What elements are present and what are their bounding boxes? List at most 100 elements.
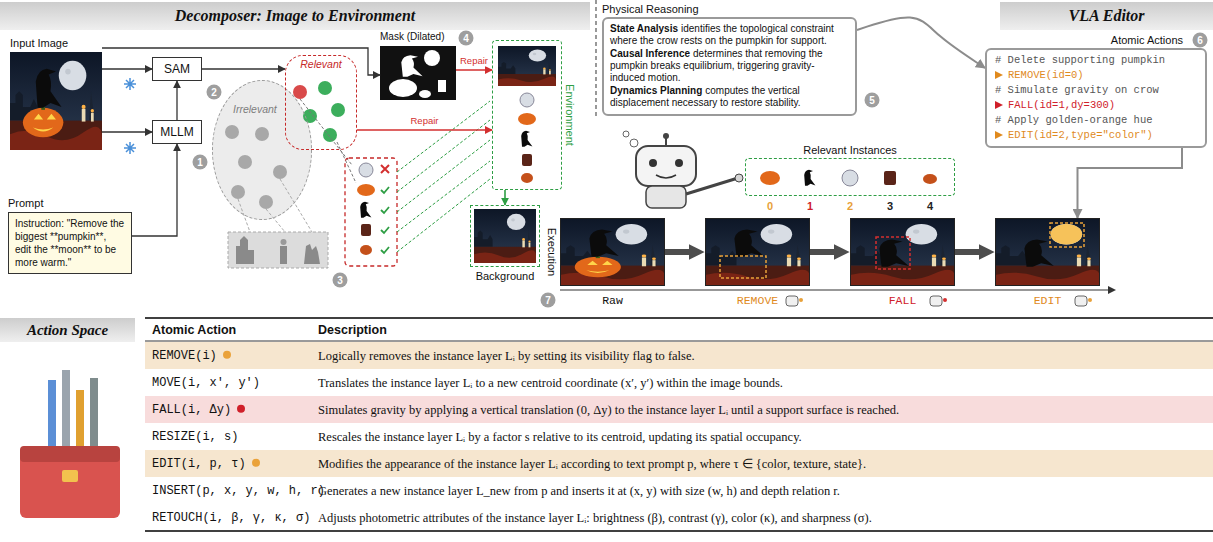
robot-agent — [656, 175, 676, 178]
relevant-instance-column — [361, 224, 371, 236]
irrelevant-cluster — [280, 246, 287, 264]
execution-frames — [560, 289, 1108, 290]
action-name: REMOVE(i) — [152, 348, 231, 362]
edge-label: Repair — [459, 55, 489, 66]
frame-caption: EDIT — [995, 294, 1100, 308]
action-bullet — [995, 101, 1003, 109]
relevant-instance-column — [381, 207, 389, 213]
action-description: Modifies the appearance of the instance … — [318, 456, 866, 471]
connector — [456, 69, 492, 71]
node-heading: Action Space — [27, 322, 108, 339]
action-name: FALL(i, Δy) — [152, 402, 245, 416]
environment-layers — [498, 46, 556, 86]
execution-frames — [1088, 298, 1092, 302]
relevant-cluster — [293, 85, 307, 99]
mask-image — [419, 90, 431, 98]
panel-banner: VLA Editor — [1000, 2, 1213, 30]
relevant-instance-thumbnails — [842, 170, 858, 186]
background-image — [474, 209, 536, 263]
connector — [202, 68, 285, 69]
node-heading: Relevant — [286, 58, 356, 70]
robot-agent — [663, 133, 669, 139]
connector — [102, 48, 380, 75]
execution-frames — [575, 255, 621, 277]
action-name: RESIZE(i, s) — [152, 429, 238, 443]
relevant-cluster — [293, 81, 356, 183]
execution-frames — [943, 298, 947, 302]
irrelevant-cluster — [273, 165, 287, 179]
reasoning-border: State Analysisidentifies the topological… — [602, 17, 857, 116]
mask-image: Mask (Dilated) — [380, 30, 456, 100]
environment-layers — [521, 131, 532, 147]
action-bullet — [995, 71, 1003, 79]
relevant-instance-column — [345, 158, 397, 266]
instance-id: 2 — [847, 200, 853, 213]
step-number: 1 — [193, 155, 208, 170]
paragraph: Dynamics Planningcomputes the vertical d… — [610, 85, 849, 109]
panel-banner: Decomposer: Image to Environment — [0, 2, 590, 30]
node-heading: EDIT — [995, 294, 1100, 308]
action-description: Rescales the instance layer Lᵢ by a fact… — [318, 429, 802, 444]
step-number: 6 — [1193, 33, 1208, 48]
execution-frames — [786, 296, 798, 306]
table-header: Atomic Action — [152, 323, 236, 338]
irrelevant-cluster — [228, 232, 328, 268]
environment-layers — [521, 173, 533, 183]
node-heading: Physical Reasoning — [602, 2, 857, 17]
node-heading: FALL — [850, 294, 955, 308]
irrelevant-cluster — [231, 185, 245, 199]
node-text: FALL(id=1,dy=300) — [995, 98, 1197, 113]
node-heading: Mask (Dilated) — [380, 30, 456, 43]
relevant-instance-thumbnails — [923, 174, 937, 184]
node-text: EDIT(id=2,type="color") — [995, 128, 1197, 143]
connector — [1078, 148, 1183, 218]
action-description: Logically removes the instance layer Lᵢ … — [318, 348, 695, 363]
environment-layers — [520, 93, 534, 107]
relevant-instance-column — [397, 101, 490, 172]
frame-border — [560, 218, 665, 286]
instances-border — [745, 158, 955, 196]
prompt-box: Instruction: "Remove the biggest **pumpk… — [8, 212, 132, 274]
frame-border — [705, 218, 810, 286]
execution-frame: EDIT — [995, 218, 1100, 308]
irrelevant-cluster — [238, 155, 252, 169]
node-heading: Raw — [560, 294, 665, 308]
execution-frames — [850, 218, 955, 286]
background-border — [470, 205, 540, 267]
toolbox-icon — [62, 370, 70, 450]
relevant-instance-column — [381, 187, 389, 193]
background-box: Background — [470, 205, 540, 283]
execution-frames — [705, 218, 810, 286]
panel-banner: Action Space — [0, 318, 135, 342]
model-box: MLLM — [152, 120, 202, 144]
action-description: Adjusts photometric attributes of the in… — [318, 510, 872, 525]
robot-agent — [675, 159, 683, 167]
relevant-instance-column — [381, 165, 389, 173]
paragraph: State Analysisidentifies the topological… — [610, 23, 849, 47]
relevant-instance-thumbnails — [760, 170, 937, 186]
action-table — [145, 317, 1213, 318]
relevant-instance-column — [345, 101, 490, 266]
environment-title: Environment — [564, 84, 576, 146]
execution-frames — [589, 230, 618, 257]
connector — [102, 131, 152, 132]
node-heading: MLLM — [160, 125, 193, 139]
relevant-instance-column — [357, 184, 375, 196]
frame-border — [850, 218, 955, 286]
irrelevant-cluster — [259, 195, 273, 209]
prompt-note: PromptInstruction: "Remove the biggest *… — [8, 196, 132, 274]
robot-agent — [686, 178, 738, 194]
connector — [665, 249, 695, 255]
connector — [810, 249, 840, 255]
irrelevant-cluster — [304, 244, 320, 264]
node-heading: Relevant Instances — [745, 143, 955, 158]
action-marker — [252, 459, 260, 467]
execution-frames — [930, 296, 942, 306]
node-text: # Delete supporting pumpkin — [995, 53, 1197, 68]
toolbox-icon — [48, 380, 56, 450]
relevant-cluster — [318, 81, 332, 95]
toolbox-icon — [20, 446, 120, 462]
execution-frames — [995, 218, 1100, 286]
irrelevant-cluster — [281, 239, 287, 245]
